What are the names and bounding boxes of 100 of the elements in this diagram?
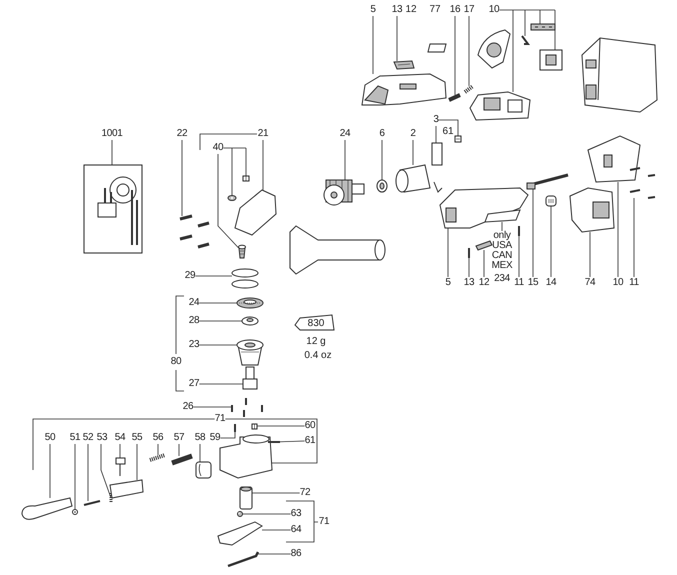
- circuit-board-drawing: [469, 92, 531, 121]
- callout-number: 16: [450, 4, 460, 16]
- callout-number: 11: [629, 277, 639, 289]
- callout-number: 13: [392, 4, 402, 16]
- plate-drawing: [393, 60, 415, 70]
- leader-line: [178, 444, 180, 456]
- leader-line: [100, 444, 112, 498]
- brush-holder-drawing: [432, 142, 442, 193]
- lever-drawing: [22, 498, 72, 520]
- pin-drawing: [171, 454, 193, 466]
- callout-number: 72: [300, 487, 310, 499]
- callout-number: 12: [405, 4, 417, 16]
- leader-line: [438, 120, 458, 136]
- spindle-drawing: [242, 366, 258, 390]
- callout-number: 24: [340, 128, 350, 140]
- brush-drawing: [454, 136, 462, 142]
- callout-number: 86: [290, 548, 302, 560]
- leader-line: [32, 418, 216, 470]
- end-cap-drawing: [569, 187, 615, 233]
- callout-number: 71: [214, 413, 226, 425]
- leader-line: [512, 10, 514, 92]
- callout-number: 2: [410, 128, 416, 140]
- note-text: only USA CAN MEX: [490, 231, 514, 271]
- flange-drawing: [236, 340, 264, 366]
- nut-drawing: [242, 176, 250, 182]
- leader-line: [518, 236, 520, 278]
- callout-number: 59: [210, 432, 220, 444]
- callout-number: 1001: [101, 128, 123, 140]
- button-cap-drawing: [196, 462, 212, 478]
- leader-line: [454, 16, 456, 96]
- callout-number: 63: [290, 508, 302, 520]
- callout-number: 52: [82, 432, 94, 444]
- pin-drawing: [84, 500, 100, 506]
- callout-number: 61: [442, 126, 454, 138]
- motor-housing-drawing: [439, 188, 529, 228]
- bearing-drawing: [376, 180, 388, 192]
- bearing-drawing: [242, 316, 258, 326]
- callout-number: 6: [379, 128, 385, 140]
- tube-label: 830: [308, 318, 324, 330]
- cap-drawing: [546, 196, 556, 206]
- callout-number: 53: [96, 432, 108, 444]
- rear-cover-drawing: [587, 135, 641, 183]
- callout-number: 61: [304, 435, 316, 447]
- leader-line: [262, 140, 264, 190]
- callout-number: 234: [494, 273, 510, 285]
- spring-drawing: [448, 93, 461, 102]
- callout-number: 26: [182, 401, 194, 413]
- callout-number: 23: [188, 339, 200, 351]
- ball-drawing: [237, 511, 243, 517]
- leader-line: [274, 440, 306, 442]
- leader-line: [554, 10, 556, 50]
- screws-drawing: [231, 397, 263, 418]
- holder-drawing: [540, 50, 562, 70]
- callout-number: 55: [132, 432, 142, 444]
- callout-number: 10: [612, 277, 624, 289]
- callout-number: 14: [546, 277, 556, 289]
- leader-line: [372, 16, 374, 74]
- contact-strip-drawing: [530, 24, 556, 30]
- callout-number: 77: [429, 4, 441, 16]
- callout-number: 27: [188, 378, 200, 390]
- callout-number: 58: [194, 432, 206, 444]
- armature-drawing: [324, 180, 364, 206]
- slider-drawing: [475, 240, 493, 251]
- leader-line: [252, 492, 300, 494]
- leader-line: [220, 432, 236, 438]
- label-plate-drawing: [484, 209, 521, 223]
- wiring-diagram-drawing: [84, 164, 142, 254]
- spring-drawing: [149, 453, 166, 462]
- leader-line: [192, 406, 232, 408]
- weight-text: 0.4 oz: [304, 350, 332, 362]
- sleeve-drawing: [240, 486, 252, 510]
- callout-number: 13: [464, 277, 474, 289]
- callout-number: 5: [445, 277, 451, 289]
- slide-block-drawing: [109, 479, 144, 499]
- spring-drawing: [464, 84, 474, 94]
- spring-drawing: [110, 493, 112, 503]
- callout-number: 11: [514, 277, 524, 289]
- ball-drawing: [72, 509, 78, 515]
- callout-number: 21: [258, 128, 268, 140]
- callout-number: 40: [212, 142, 224, 154]
- callout-number: 64: [290, 524, 302, 536]
- callout-number: 80: [170, 356, 182, 368]
- leader-line: [198, 320, 242, 322]
- leader-line: [468, 16, 470, 86]
- leader-line: [344, 140, 346, 180]
- callout-number: 12: [478, 277, 490, 289]
- weight-text: 12 g: [306, 336, 326, 348]
- hex-key-drawing: [228, 551, 260, 568]
- callout-number: 3: [433, 114, 439, 126]
- callout-number: 57: [174, 432, 184, 444]
- callout-number: 24: [188, 297, 200, 309]
- callout-number: 56: [152, 432, 164, 444]
- leader-line: [468, 258, 470, 278]
- clip-drawing: [521, 35, 530, 45]
- magnet-sleeve-drawing: [396, 164, 431, 193]
- leader-line: [74, 444, 76, 510]
- rod-drawing: [526, 174, 568, 190]
- callout-number: 60: [304, 420, 316, 432]
- callout-number: 51: [70, 432, 80, 444]
- callout-number: 5: [370, 4, 376, 16]
